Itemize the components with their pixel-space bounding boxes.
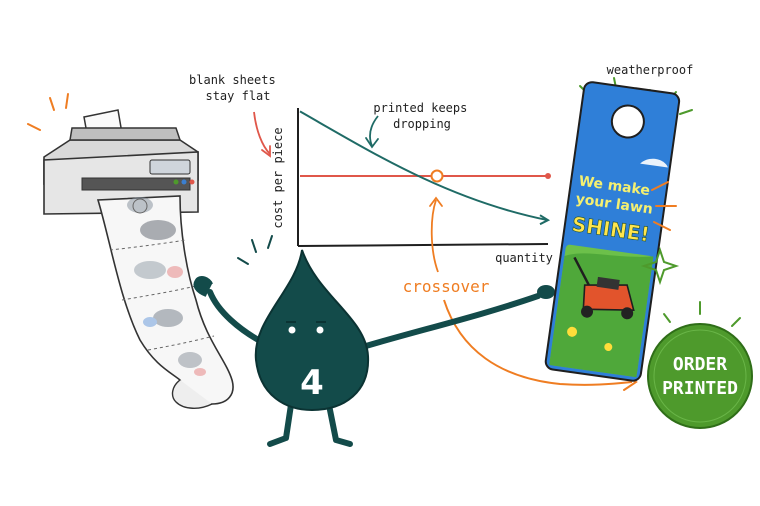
badge-rays-icon [663, 301, 741, 327]
printed-keeps-line-2: dropping [393, 117, 451, 131]
crossover-point [430, 169, 444, 183]
mascot-sparkle-icon [237, 235, 273, 265]
printed-keeps-line-1: printed keeps [373, 101, 467, 115]
blank-sheets-annotation: blank sheets stay flat [189, 73, 283, 103]
series-line-2 [299, 110, 549, 222]
hanger-sparkle-icon [651, 181, 677, 231]
printed-keeps-annotation: printed keeps dropping [373, 101, 474, 131]
blank-sheets-line-2: stay flat [205, 89, 270, 103]
x-axis [297, 243, 549, 247]
printer-sparkle-icon [27, 93, 69, 131]
crossover-label: crossover [403, 277, 490, 296]
mascot-body [254, 249, 370, 412]
crossover-up-arrow [430, 199, 439, 273]
printed-keeps-arrow [369, 115, 379, 147]
lawn-mower-icon [573, 256, 635, 320]
order-printed-badge[interactable]: ORDER PRINTED [647, 301, 753, 429]
hanger-hole [610, 104, 645, 139]
y-axis-label: cost per piece [271, 127, 285, 228]
sparkle-star-icon [640, 246, 680, 286]
mascot-right-arm [363, 293, 541, 349]
mascot-right-eye [316, 326, 324, 334]
badge-line-2: PRINTED [662, 378, 738, 399]
printer-panel [149, 159, 191, 175]
blank-sheets-arrow [253, 111, 271, 155]
door-hanger: weatherproof We make your lawn SHINE! [544, 63, 694, 382]
printed-paper-strip [96, 195, 234, 409]
mascot-left-eye [288, 326, 296, 334]
weatherproof-label: weatherproof [607, 63, 694, 77]
series-1-end-point [545, 173, 551, 179]
badge-line-1: ORDER [673, 354, 727, 375]
x-axis-label: quantity [495, 251, 553, 265]
crossover-to-order-arrow [443, 299, 633, 386]
mascot-left-arm [207, 289, 265, 345]
blank-sheets-line-1: blank sheets [189, 73, 276, 87]
mascot-number: 4 [300, 363, 324, 403]
mascot: 4 [193, 235, 555, 447]
series-2-arrowhead [539, 214, 551, 226]
cost-chart: cost per piece quantity [271, 108, 553, 265]
